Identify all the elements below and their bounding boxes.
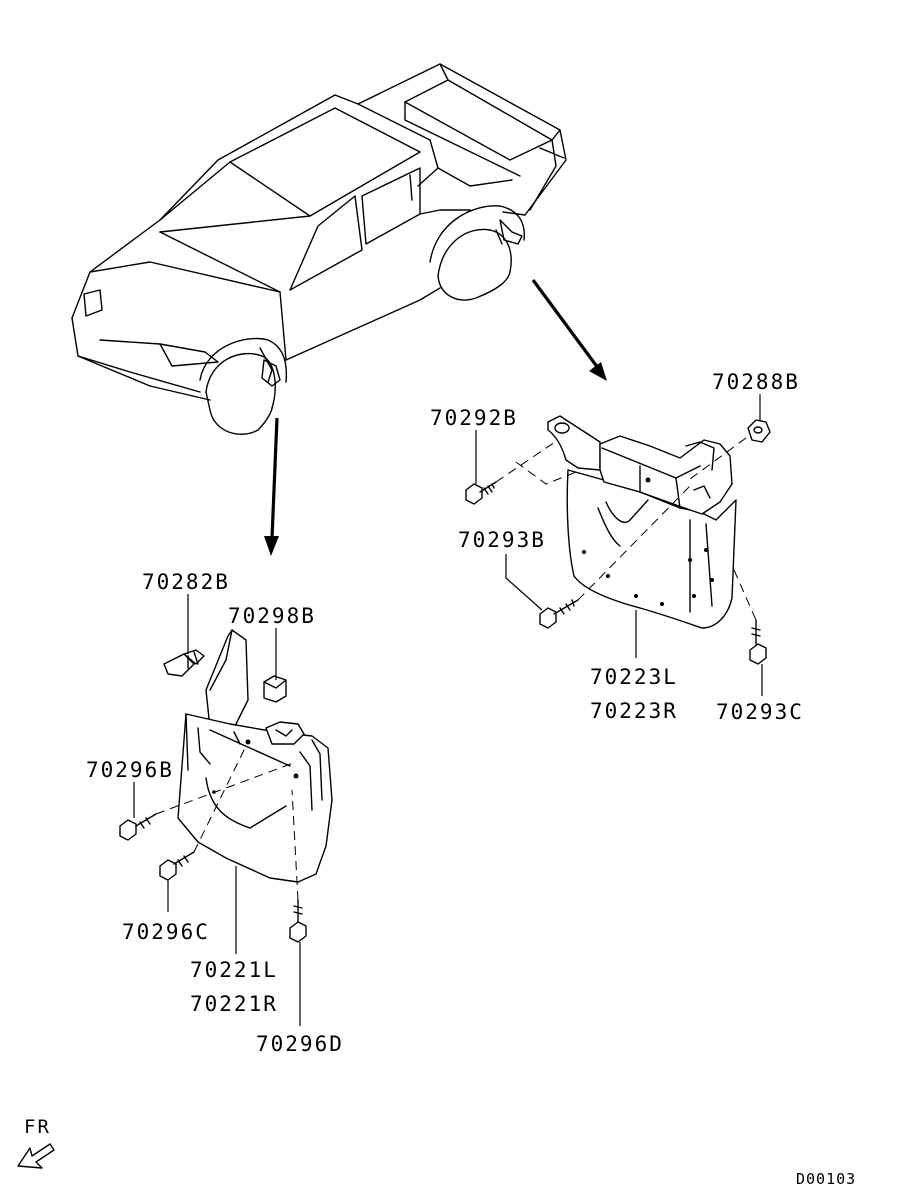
nut-icon <box>263 675 287 703</box>
mud-guard-part <box>177 629 333 883</box>
mud-guard-part <box>547 415 737 629</box>
bolt-icon <box>465 481 767 665</box>
label-70293C: 70293C <box>716 700 804 724</box>
pickup-truck-outline <box>71 63 567 435</box>
label-70221R: 70221R <box>190 992 278 1016</box>
nut-icon <box>747 419 771 443</box>
label-70223R: 70223R <box>590 699 678 723</box>
label-70296D: 70296D <box>256 1032 344 1056</box>
diagram-code: D00103 <box>796 1170 857 1188</box>
orientation-label: FR <box>24 1116 51 1138</box>
front-direction-arrow <box>17 1143 55 1169</box>
label-70282B: 70282B <box>142 570 230 594</box>
label-70296B: 70296B <box>86 758 174 782</box>
arrow-rear <box>531 279 607 381</box>
label-70288B: 70288B <box>712 370 800 394</box>
label-70298B: 70298B <box>228 604 316 628</box>
clip-icon <box>163 649 205 677</box>
label-70296C: 70296C <box>122 920 210 944</box>
label-70221L: 70221L <box>190 958 278 982</box>
bolt-icon <box>119 813 307 943</box>
label-70223L: 70223L <box>590 665 678 689</box>
label-70293B: 70293B <box>458 528 546 552</box>
label-70292B: 70292B <box>430 406 518 430</box>
arrow-front <box>264 417 279 556</box>
